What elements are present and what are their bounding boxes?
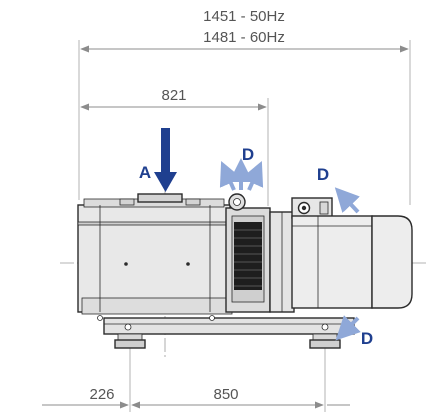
base-frame (103, 317, 355, 335)
terminal-box (291, 197, 333, 219)
overall-dimension (78, 40, 411, 205)
left-foot (114, 333, 146, 349)
pump-length-dimension (80, 98, 269, 206)
exhaust-arrow-lower-right (335, 315, 361, 341)
inlet-flange (119, 193, 201, 206)
overall-length-60hz-label: 1481 - 60Hz (203, 29, 285, 46)
overall-length-50hz-label: 1451 - 50Hz (203, 8, 285, 25)
pump-length-label: 821 (161, 87, 186, 104)
motor-adapter (269, 211, 295, 313)
foot-offset-label: 226 (89, 386, 114, 403)
foot-dimensions (42, 340, 350, 412)
inlet-label: A (139, 163, 151, 182)
right-foot (309, 333, 341, 349)
exhaust-arrow-upper-right (334, 187, 360, 214)
cooling-fins (234, 222, 262, 290)
inlet-arrow (154, 128, 177, 192)
exhaust-label-top: D (242, 145, 254, 164)
exhaust-arrows-top (219, 158, 264, 191)
exhaust-label-bottom: D (361, 329, 373, 348)
pump-body (77, 198, 233, 321)
exhaust-label-right: D (317, 165, 329, 184)
foot-spacing-label: 850 (213, 386, 238, 403)
motor-body (291, 215, 413, 309)
